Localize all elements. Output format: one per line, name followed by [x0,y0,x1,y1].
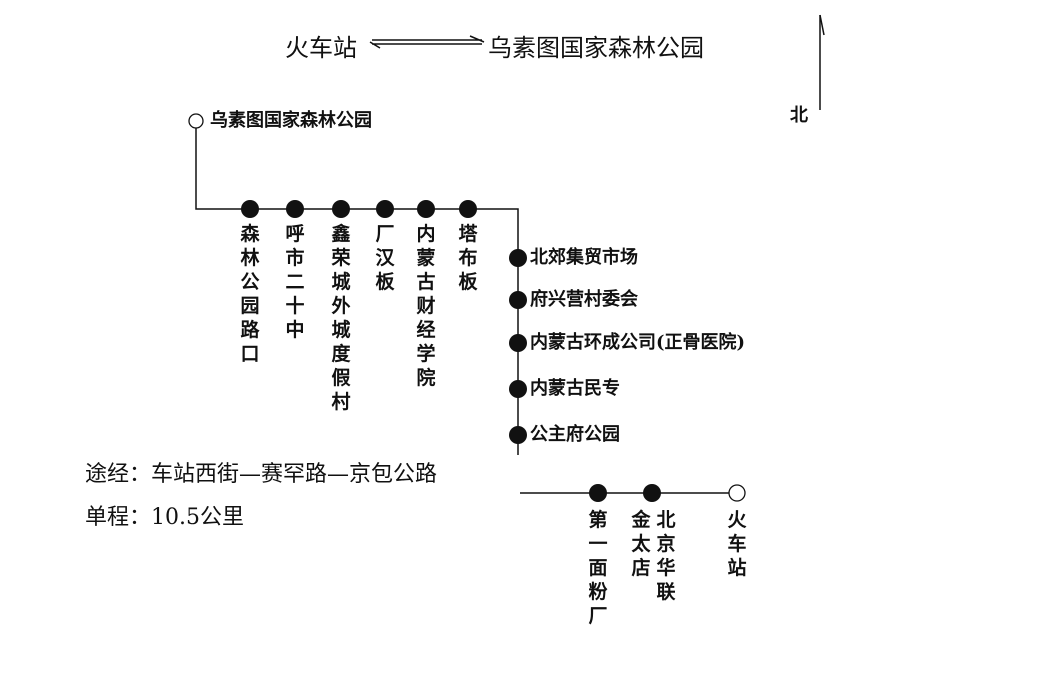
stop-label: 内蒙古环成公司(正骨医院) [530,332,746,353]
stop-marker [589,484,607,502]
stop-marker [332,200,350,218]
start-stop-marker [188,113,204,129]
stop-marker [509,291,527,309]
stop-marker [509,380,527,398]
start-stop-label: 乌素图国家森林公园 [210,110,372,131]
stop-marker [459,200,477,218]
stop-label: 森林公园路口 [240,223,260,365]
stop-marker [286,200,304,218]
title-to: 乌素图国家森林公园 [488,34,704,62]
end-stop-label: 火车站 [727,509,747,579]
stop-label: 呼市二十中 [285,223,305,341]
stop-label: 北京华联 [656,509,676,603]
stop-marker [509,334,527,352]
stop-label: 金太店 [631,509,651,579]
stop-label: 内蒙古民专 [530,378,620,399]
stop-label: 第一面粉厂 [588,509,608,627]
stop-label: 北郊集贸市场 [530,247,638,268]
end-stop-marker [728,484,746,502]
stop-marker [509,249,527,267]
stop-marker [643,484,661,502]
stop-marker [376,200,394,218]
stop-label: 塔布板 [458,223,478,293]
north-arrow-head [819,14,825,36]
route-description: 途经：车站西街—赛罕路—京包公路 [85,462,438,487]
stop-label: 府兴营村委会 [530,289,638,310]
stop-marker [417,200,435,218]
stop-label: 厂汉板 [375,223,395,293]
title-from: 火车站 [285,34,357,62]
route-distance: 单程：10.5公里 [85,505,244,530]
north-label: 北 [790,105,808,126]
direction-arrow [369,35,485,49]
stop-label: 内蒙古财经学院 [416,223,436,389]
stop-marker [509,426,527,444]
route-line-upper [195,128,519,455]
stop-label: 鑫荣城外城度假村 [331,223,351,413]
stop-label: 公主府公园 [530,424,620,445]
stop-marker [241,200,259,218]
